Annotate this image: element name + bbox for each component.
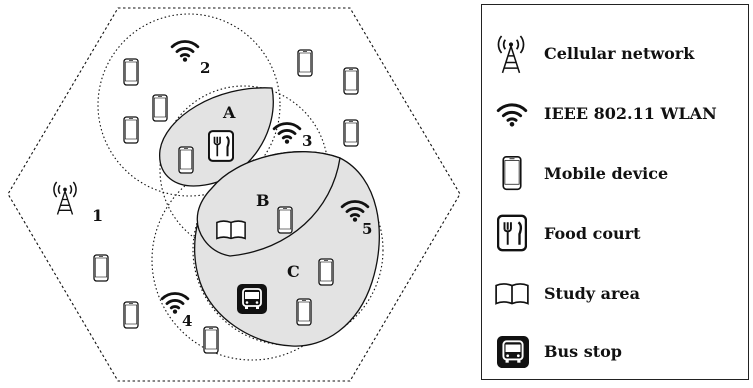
wifi-label-3: 3 bbox=[302, 132, 312, 150]
wifi-label-5: 5 bbox=[362, 220, 372, 238]
wlan-coverage-2 bbox=[97, 13, 281, 197]
legend-item-mobile: Mobile device bbox=[482, 149, 750, 199]
cell-label-1: 1 bbox=[92, 206, 103, 225]
region-label-b: B bbox=[256, 191, 270, 210]
legend-item-study: Study area bbox=[482, 269, 750, 319]
cell-tower-icon bbox=[497, 35, 525, 74]
cellular-cell-boundary bbox=[7, 7, 461, 382]
mobile-device-icon bbox=[343, 67, 359, 95]
cell-tower-icon bbox=[53, 181, 77, 216]
mobile-device-icon bbox=[343, 119, 359, 147]
mobile-device-icon bbox=[203, 326, 219, 354]
mobile-device-icon bbox=[502, 155, 522, 191]
legend-label-study: Study area bbox=[544, 284, 640, 303]
wifi-icon bbox=[272, 122, 302, 144]
mobile-device-icon bbox=[123, 301, 139, 329]
legend-item-bus: Bus stop bbox=[482, 327, 750, 377]
legend-label-food: Food court bbox=[544, 224, 641, 243]
study-area-icon bbox=[216, 220, 246, 240]
legend-label-cellular: Cellular network bbox=[544, 44, 695, 63]
mobile-device-icon bbox=[123, 116, 139, 144]
mobile-device-icon bbox=[178, 146, 194, 174]
wifi-label-4: 4 bbox=[182, 312, 192, 330]
wifi-icon bbox=[496, 103, 528, 127]
legend-item-food: Food court bbox=[482, 209, 750, 259]
bus-stop-icon bbox=[497, 336, 529, 368]
mobile-device-icon bbox=[93, 254, 109, 282]
legend-item-cellular: Cellular network bbox=[482, 29, 750, 79]
coverage-map: 1 2 3 4 5 A B C bbox=[7, 7, 461, 382]
legend-label-bus: Bus stop bbox=[544, 342, 622, 361]
wifi-label-2: 2 bbox=[200, 59, 210, 77]
legend-label-wlan: IEEE 802.11 WLAN bbox=[544, 104, 717, 123]
region-label-a: A bbox=[222, 103, 236, 122]
mobile-device-icon bbox=[296, 298, 312, 326]
wifi-icon bbox=[170, 40, 200, 62]
study-area-icon bbox=[495, 283, 529, 305]
bus-stop-icon bbox=[237, 284, 267, 314]
region-label-c: C bbox=[287, 262, 300, 281]
legend-item-wlan: IEEE 802.11 WLAN bbox=[482, 89, 750, 139]
mobile-device-icon bbox=[318, 258, 334, 286]
mobile-device-icon bbox=[277, 206, 293, 234]
mobile-device-icon bbox=[297, 49, 313, 77]
food-court-icon bbox=[208, 130, 234, 162]
mobile-device-icon bbox=[152, 94, 168, 122]
legend: Cellular network IEEE 802.11 WLAN Mobile… bbox=[481, 4, 749, 380]
mobile-device-icon bbox=[123, 58, 139, 86]
food-court-icon bbox=[497, 214, 527, 252]
legend-label-mobile: Mobile device bbox=[544, 164, 669, 183]
